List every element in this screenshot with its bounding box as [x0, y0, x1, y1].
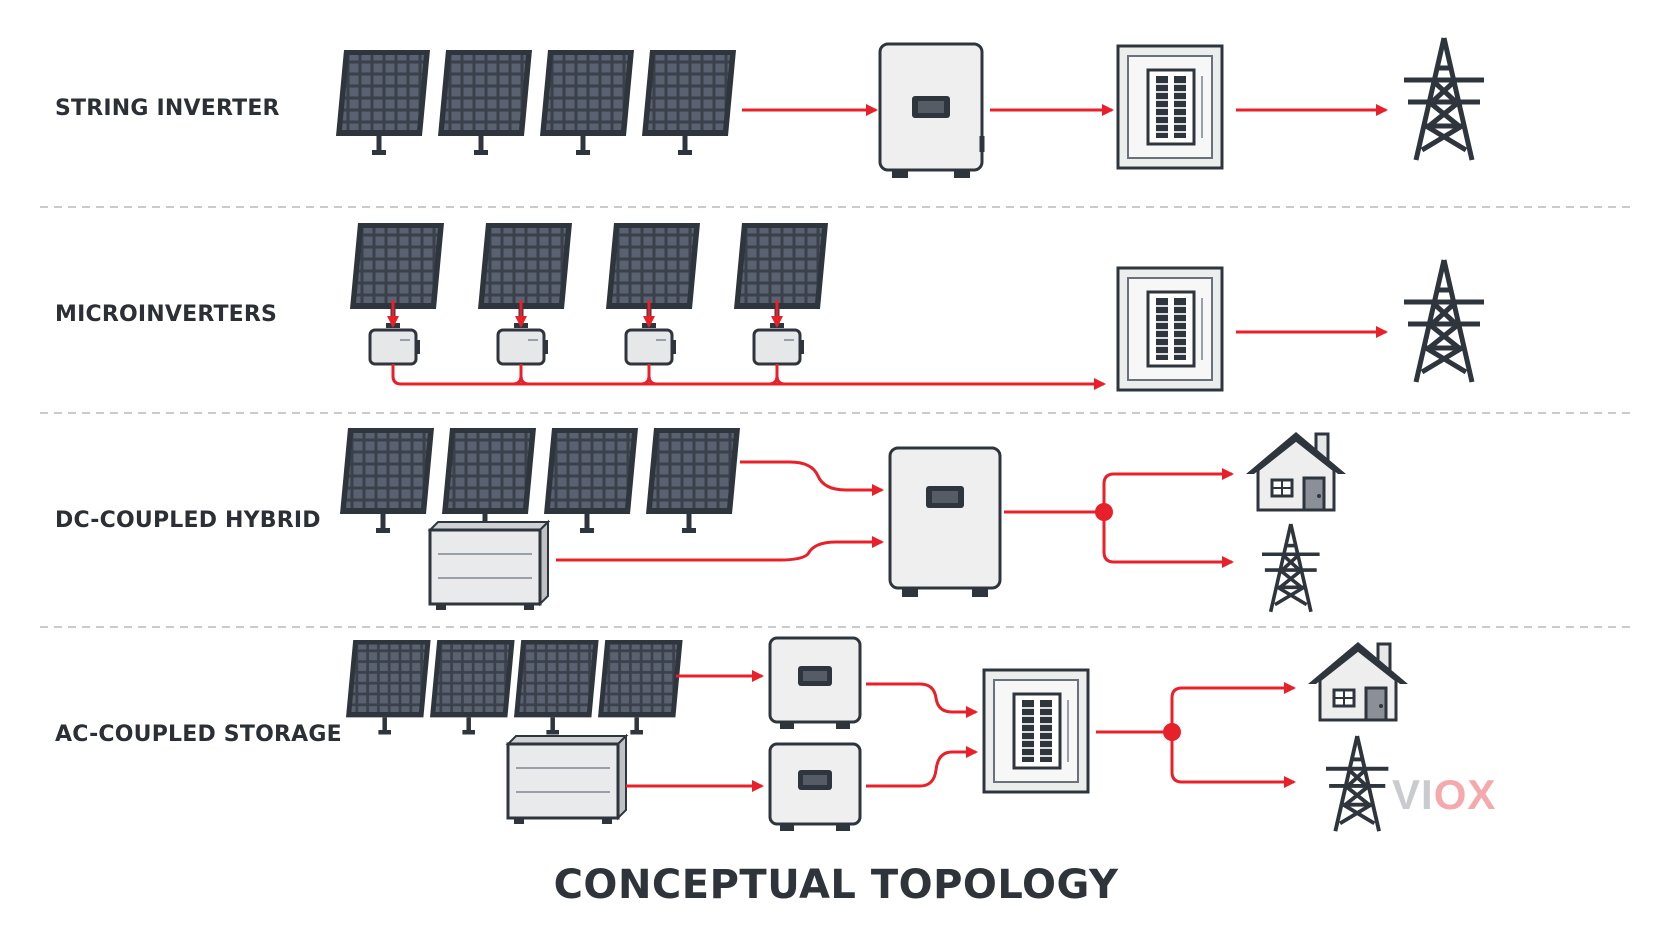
flow-arrow: [1102, 468, 1234, 512]
solar-panel-icon: [442, 428, 536, 533]
inverter-icon: [878, 42, 985, 178]
row-microinverters: [350, 223, 1484, 392]
flow-arrow: [1102, 512, 1234, 568]
transmission-tower-icon: [1260, 522, 1322, 614]
solar-panel-icon: [438, 50, 532, 155]
battery-inverter-icon: [768, 742, 862, 831]
microinverter-icon: [752, 328, 806, 366]
flow-arrow: [1170, 732, 1296, 788]
diagram-title: CONCEPTUAL TOPOLOGY: [553, 862, 1119, 908]
flow-arrow: [1170, 682, 1296, 732]
watermark-text-accent: OX: [1433, 771, 1497, 818]
row-label-ac-coupled-storage: AC-COUPLED STORAGE: [55, 722, 342, 747]
solar-panel-icon: [606, 223, 700, 328]
row-dc-coupled-hybrid: [340, 428, 1348, 614]
row-string-inverter: [336, 38, 1484, 178]
solar-panel-icon: [430, 640, 515, 735]
breaker-panel-icon: [1116, 266, 1224, 392]
pv-inverter-icon: [768, 636, 862, 729]
row-label-dc-coupled-hybrid: DC-COUPLED HYBRID: [55, 508, 321, 533]
flow-arrow: [740, 460, 884, 496]
viox-watermark-logo: VIOX: [1392, 771, 1496, 819]
house-icon: [1306, 640, 1410, 722]
flow-arrow: [866, 746, 978, 788]
breaker-panel-icon: [982, 668, 1090, 794]
row-ac-coupled-storage: [346, 636, 1410, 834]
transmission-tower-icon: [1404, 260, 1484, 382]
row-label-microinverters: MICROINVERTERS: [55, 302, 278, 327]
flow-arrow: [556, 536, 884, 562]
transmission-tower-icon: [1324, 734, 1391, 834]
solar-panel-icon: [734, 223, 828, 328]
solar-panel-icon: [340, 428, 434, 533]
solar-panel-icon: [540, 50, 634, 155]
microinverter-icon: [368, 328, 422, 366]
solar-panel-icon: [646, 428, 740, 533]
solar-panel-icon: [514, 640, 599, 735]
solar-panel-icon: [642, 50, 736, 155]
breaker-panel-icon: [1116, 44, 1224, 170]
battery-icon: [506, 734, 628, 826]
microinverter-icon: [496, 328, 550, 366]
solar-panel-icon: [346, 640, 431, 735]
solar-panel-icon: [350, 223, 444, 328]
watermark-text-gray: VI: [1392, 771, 1434, 818]
battery-icon: [428, 520, 550, 612]
solar-panel-icon: [598, 640, 683, 735]
house-icon: [1244, 430, 1348, 512]
flow-arrow: [866, 682, 978, 718]
microinverter-icon: [624, 328, 678, 366]
hybrid-inverter-icon: [888, 446, 1002, 597]
ac-trunk-line: [391, 364, 1106, 390]
solar-panel-icon: [336, 50, 430, 155]
solar-panel-icon: [478, 223, 572, 328]
solar-panel-icon: [544, 428, 638, 533]
row-label-string-inverter: STRING INVERTER: [55, 96, 280, 121]
transmission-tower-icon: [1404, 38, 1484, 160]
